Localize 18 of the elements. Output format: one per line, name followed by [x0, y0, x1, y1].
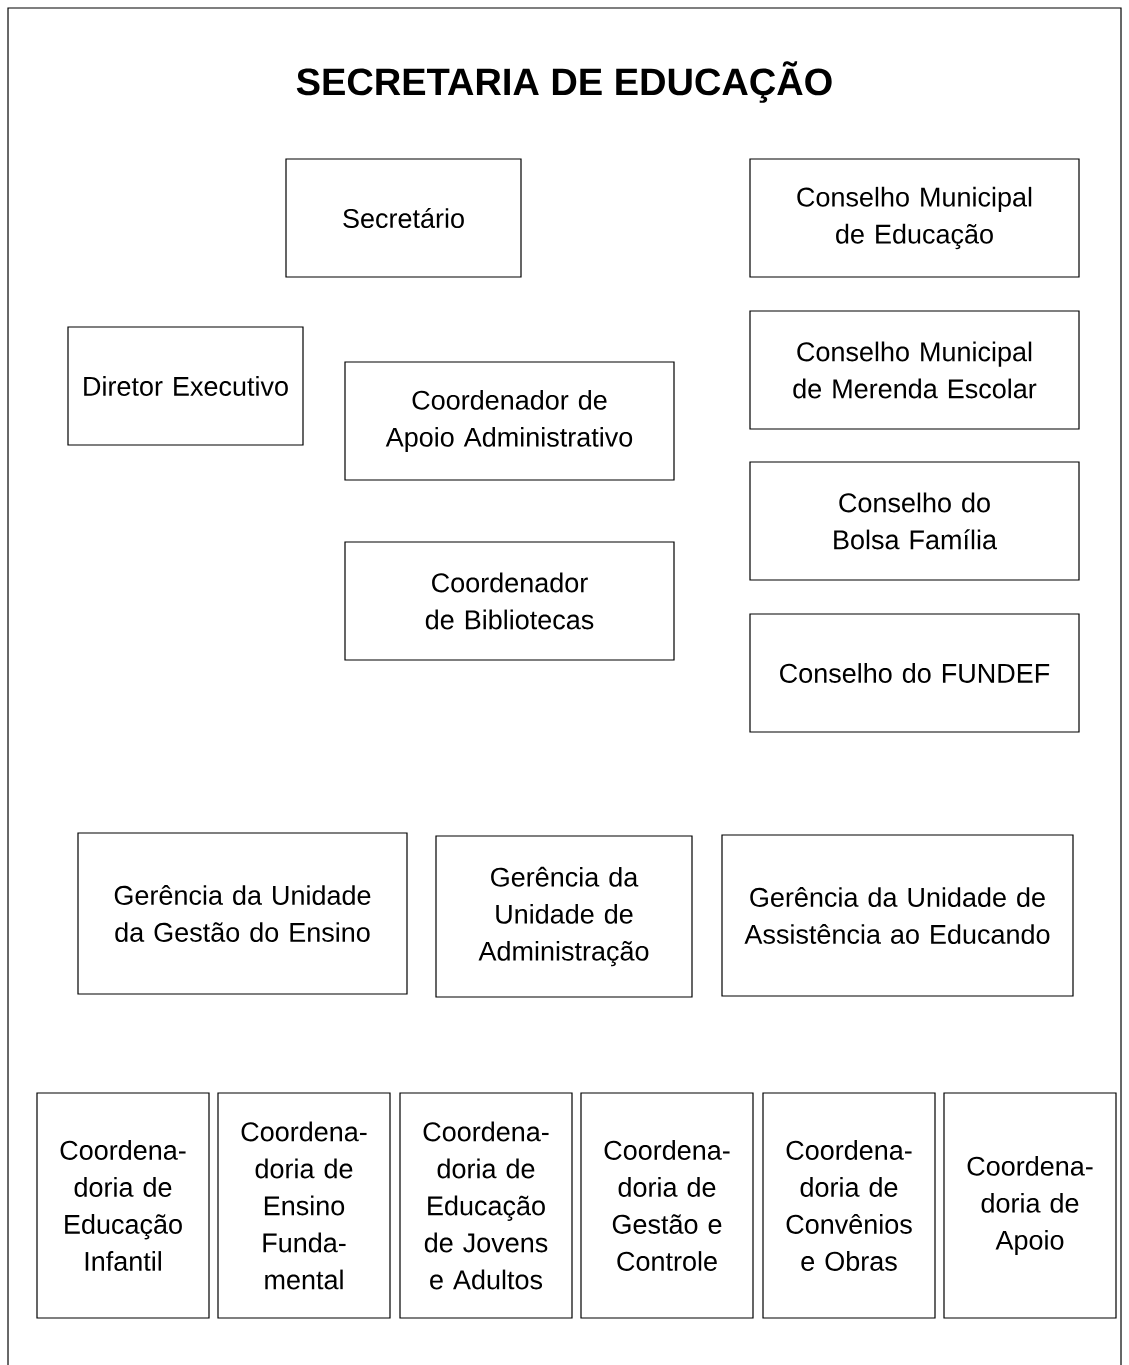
org-box: Coordena- doria de Ensino Funda- mental	[217, 1092, 391, 1319]
org-box: Conselho Municipal de Merenda Escolar	[749, 310, 1080, 430]
org-box: Conselho do FUNDEF	[749, 613, 1080, 733]
org-box: Conselho Municipal de Educação	[749, 158, 1080, 278]
org-box: Coordena- doria de Gestão e Controle	[580, 1092, 754, 1319]
org-box: Coordena- doria de Educação de Jovens e Adultos	[399, 1092, 573, 1319]
org-box: Coordena- doria de Educação Infantil	[36, 1092, 210, 1319]
org-box: Secretário	[285, 158, 522, 278]
org-box: Conselho do Bolsa Família	[749, 461, 1080, 581]
org-box: Gerência da Unidade de Administração	[435, 835, 693, 998]
org-box: Coordena- doria de Convênios e Obras	[762, 1092, 936, 1319]
org-box: Coordenador de Bibliotecas	[344, 541, 675, 661]
org-box: Coordena- doria de Apoio	[943, 1092, 1117, 1319]
org-box: Coordenador de Apoio Administrativo	[344, 361, 675, 481]
org-box: Gerência da Unidade de Assistência ao Educando	[721, 834, 1074, 997]
org-box: Diretor Executivo	[67, 326, 304, 446]
title: SECRETARIA DE EDUCAÇÃO	[296, 61, 832, 103]
org-box: Gerência da Unidade da Gestão do Ensino	[77, 832, 408, 995]
